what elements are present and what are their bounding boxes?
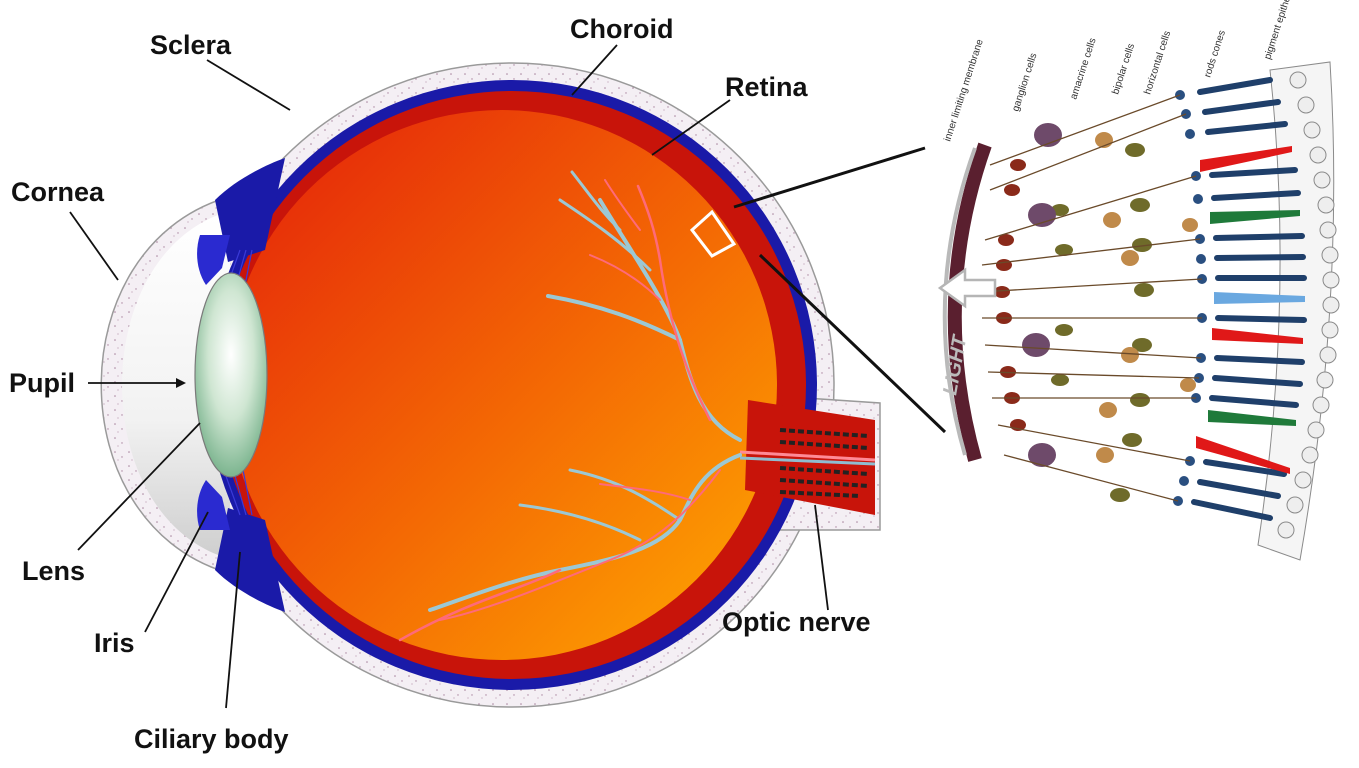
cone-red-1 (1200, 146, 1292, 172)
label-ganglion-cells: ganglion cells (1010, 52, 1039, 113)
cone-green-1 (1210, 210, 1300, 224)
label-iris: Iris (94, 628, 135, 658)
label-sclera: Sclera (150, 30, 232, 60)
label-pupil: Pupil (9, 368, 75, 398)
vitreous-body (227, 110, 777, 660)
label-bipolar-cells: bipolar cells (1110, 42, 1137, 96)
label-rods-cones: rods cones (1202, 29, 1228, 79)
ganglion-cells-small (994, 159, 1026, 431)
zoom-line-bottom (758, 253, 947, 434)
cone-green-2 (1208, 410, 1296, 426)
label-horizontal-cells: horizontal cells (1142, 30, 1173, 96)
label-ciliary-body: Ciliary body (134, 724, 289, 754)
label-optic-nerve: Optic nerve (722, 607, 871, 637)
rod-cells (1191, 77, 1307, 521)
inner-limiting-membrane-edge (942, 147, 977, 456)
pupil-arrow (176, 378, 186, 388)
lens-shape (194, 272, 268, 478)
ciliary-body-lower (215, 508, 285, 612)
label-cornea: Cornea (11, 177, 105, 207)
rod-cell-bodies (1173, 90, 1207, 506)
label-choroid: Choroid (570, 14, 674, 44)
zoom-line-top (733, 146, 926, 209)
pigment-epithelium-cells (1257, 61, 1340, 561)
label-pigment-epithelium: pigment epithelium (1262, 0, 1298, 61)
label-inner-limiting-membrane: inner limiting membrane (942, 38, 986, 143)
retina-cross-section: LIGHT inner limiting membrane ganglion c… (937, 0, 1340, 561)
magnification-box (689, 209, 737, 258)
bipolar-cells (1051, 143, 1154, 502)
cone-blue-1 (1214, 292, 1305, 304)
iris-upper (197, 235, 230, 285)
label-amacrine-cells: amacrine cells (1068, 37, 1098, 101)
horizontal-cells (1095, 132, 1198, 463)
label-lens: Lens (22, 556, 86, 586)
eyeball (100, 62, 881, 708)
inner-limiting-membrane (947, 142, 992, 462)
optic-nerve-fibers (739, 428, 876, 498)
light-arrow (937, 267, 997, 309)
cone-red-2 (1212, 328, 1303, 344)
label-retina: Retina (725, 72, 808, 102)
retinal-vessels (398, 170, 742, 642)
cone-red-3 (1196, 436, 1290, 474)
ciliary-body-upper (215, 158, 285, 262)
cell-connections (979, 94, 1203, 502)
leader-lines (69, 44, 829, 709)
